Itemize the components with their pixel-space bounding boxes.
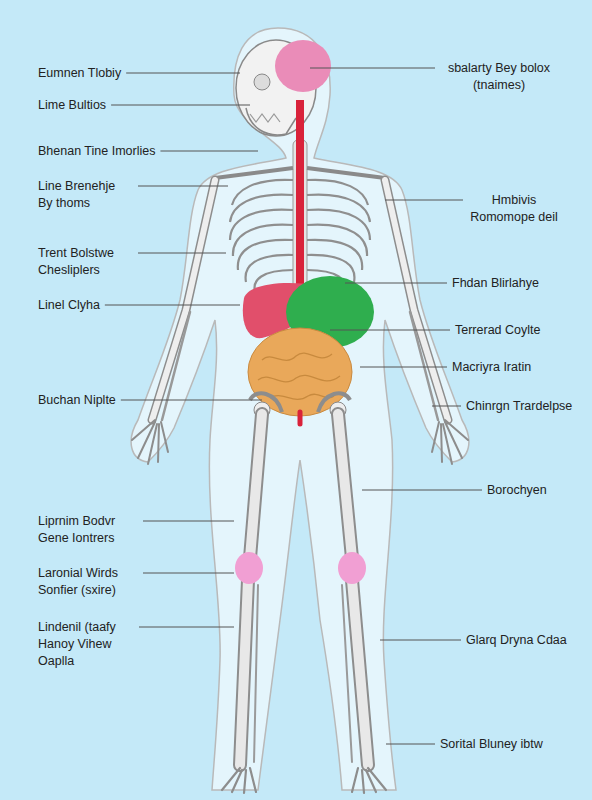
- part-label: Trent Bolstwe Chesliplers: [38, 245, 133, 279]
- part-label: Macriyra Iratin: [452, 359, 531, 376]
- leader-line: [330, 330, 450, 331]
- leader-line: [160, 151, 258, 152]
- part-label: Eumnen Tlobiy: [38, 65, 121, 82]
- leader-line: [360, 367, 447, 368]
- part-label: Buchan Niplte: [38, 392, 116, 409]
- part-label: Sorital Bluney ibtw: [440, 736, 543, 753]
- leader-line: [386, 744, 435, 745]
- bladder: [298, 412, 303, 424]
- leader-line: [143, 573, 234, 574]
- leader-line: [126, 73, 240, 74]
- leader-line: [121, 400, 262, 401]
- leader-line: [105, 305, 240, 306]
- part-label: Borochyen: [487, 482, 547, 499]
- teeth: [250, 114, 280, 122]
- esophagus: [296, 100, 304, 285]
- body-outline: [131, 28, 469, 790]
- leader-line: [432, 406, 461, 407]
- leader-line: [138, 186, 228, 187]
- part-label: Bhenan Tine Imorlies: [38, 143, 155, 160]
- leg-bones: [240, 414, 368, 765]
- leader-line: [310, 68, 435, 69]
- knee: [338, 552, 366, 584]
- hand-bones: [132, 420, 468, 464]
- arm-bones: [152, 180, 448, 420]
- part-label: Glarq Dryna Cdaa: [466, 632, 567, 649]
- part-label: Liprnim Bodvr Gene Iontrers: [38, 513, 138, 547]
- leader-line: [139, 627, 234, 628]
- leader-line: [111, 105, 250, 106]
- part-label: Line Brenehje By thoms: [38, 178, 133, 212]
- brain: [275, 40, 331, 92]
- leader-line: [385, 200, 463, 201]
- part-label: sbalarty Bey bolox (tnaimes): [440, 60, 558, 94]
- part-label: Hmbivis Romomope deil: [468, 192, 560, 226]
- part-label: Lindenil (taafy Hanoy Vihew Oaplla: [38, 619, 134, 670]
- jaw: [246, 108, 296, 135]
- leader-line: [138, 253, 226, 254]
- leader-line: [345, 283, 447, 284]
- foot-bones: [222, 768, 386, 793]
- leader-line: [143, 521, 234, 522]
- part-label: Linel Clyha: [38, 297, 100, 314]
- part-label: Terrerad Coylte: [455, 322, 540, 339]
- part-label: Lime Bultios: [38, 97, 106, 114]
- leader-line: [362, 490, 482, 491]
- eye-socket: [254, 74, 270, 90]
- part-label: Laronial Wirds Sonfier (sxire): [38, 565, 138, 599]
- knee: [235, 552, 263, 584]
- part-label: Fhdan Blirlahye: [452, 275, 539, 292]
- leader-line: [380, 640, 461, 641]
- intestine-folds: [258, 353, 340, 399]
- part-label: Chinrgn Trardelpse: [466, 398, 572, 415]
